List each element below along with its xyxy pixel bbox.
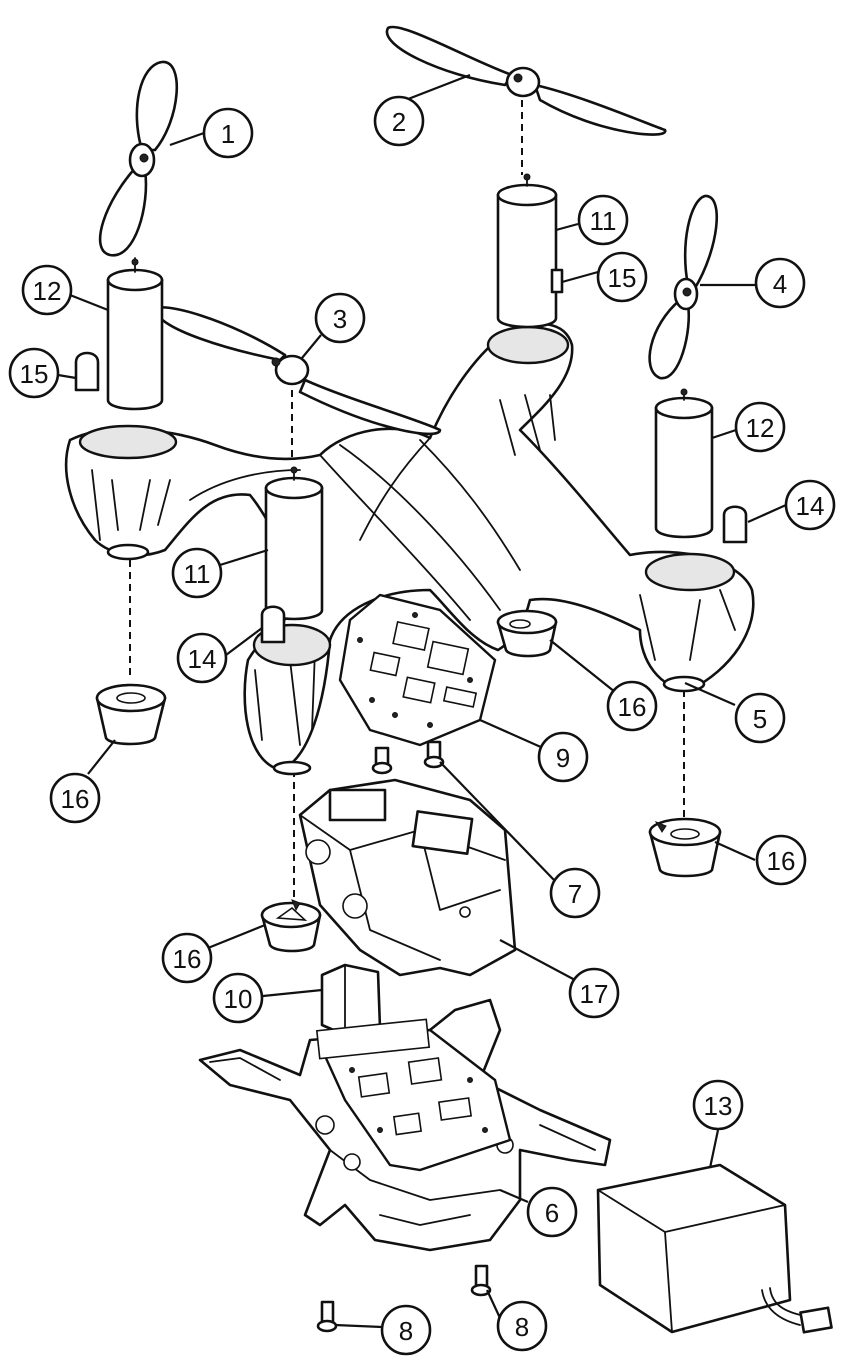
motor-11-right <box>496 173 558 329</box>
callout-1: 1 <box>202 107 254 159</box>
callout-13: 13 <box>692 1079 744 1131</box>
callout-label: 15 <box>608 263 637 293</box>
callout-12-right: 12 <box>734 401 786 453</box>
callout-5: 5 <box>734 692 786 744</box>
callout-11-right: 11 <box>577 194 629 246</box>
flight-controller-board <box>338 593 497 747</box>
callout-11-left: 11 <box>171 547 223 599</box>
callout-label: 15 <box>20 359 49 389</box>
callout-label: 8 <box>399 1316 413 1346</box>
callout-2: 2 <box>373 95 425 147</box>
callout-16-center: 16 <box>606 680 658 732</box>
motor-11-left <box>264 466 324 621</box>
callout-8-left: 8 <box>380 1304 432 1356</box>
led-15-left <box>74 351 100 392</box>
callout-label: 5 <box>753 704 767 734</box>
propeller-4 <box>648 194 718 380</box>
callout-3: 3 <box>314 292 366 344</box>
screw-8-left <box>316 1300 338 1333</box>
led-14-right <box>722 505 748 544</box>
callout-15-left: 15 <box>8 347 60 399</box>
callout-7: 7 <box>549 867 601 919</box>
callout-16-lower-left: 16 <box>161 932 213 984</box>
callout-label: 12 <box>33 276 62 306</box>
foot-16-center <box>496 609 558 658</box>
callout-label: 16 <box>767 846 796 876</box>
callout-label: 3 <box>333 304 347 334</box>
callout-label: 6 <box>545 1198 559 1228</box>
foot-16-right <box>648 817 722 878</box>
propeller-2 <box>385 25 667 136</box>
screw-8-right <box>470 1264 492 1297</box>
callout-label: 14 <box>796 491 825 521</box>
foot-16-lower-left <box>260 899 322 953</box>
led-14-left <box>260 605 286 644</box>
foot-16-left <box>95 683 167 746</box>
callout-label: 7 <box>568 879 582 909</box>
callout-label: 14 <box>188 644 217 674</box>
callout-label: 9 <box>556 743 570 773</box>
callout-4: 4 <box>754 257 806 309</box>
callout-label: 8 <box>515 1312 529 1342</box>
callout-label: 16 <box>618 692 647 722</box>
propeller-3 <box>153 306 442 436</box>
callout-6: 6 <box>526 1186 578 1238</box>
callout-16-left: 16 <box>49 772 101 824</box>
screw-7-right <box>423 740 445 769</box>
assembly-axes <box>129 100 685 900</box>
battery-pack-13 <box>596 1163 833 1334</box>
battery-holder-17 <box>298 778 517 977</box>
screw-7-left <box>371 746 393 775</box>
callout-label: 2 <box>392 107 406 137</box>
callout-label: 12 <box>746 413 775 443</box>
motor-12-left <box>106 257 164 411</box>
callout-15-right: 15 <box>596 251 648 303</box>
callout-8-right: 8 <box>496 1300 548 1352</box>
propeller-1 <box>98 60 179 257</box>
callout-14-right: 14 <box>784 479 836 531</box>
callout-label: 13 <box>704 1091 733 1121</box>
callout-label: 16 <box>61 784 90 814</box>
callout-16-right: 16 <box>755 834 807 886</box>
callout-10: 10 <box>212 972 264 1024</box>
callout-9: 9 <box>537 731 589 783</box>
receiver-board <box>315 1018 512 1172</box>
callout-label: 11 <box>590 206 617 236</box>
leader-lines <box>57 73 787 1329</box>
motor-12-right <box>654 388 714 539</box>
callout-12-left: 12 <box>21 264 73 316</box>
callout-label: 10 <box>224 984 253 1014</box>
callout-label: 11 <box>184 559 211 589</box>
led-15-right <box>550 268 564 294</box>
callout-label: 4 <box>773 269 787 299</box>
callout-label: 17 <box>580 979 609 1009</box>
callout-label: 1 <box>221 119 235 149</box>
callout-17: 17 <box>568 967 620 1019</box>
callout-14-left: 14 <box>176 632 228 684</box>
callout-label: 16 <box>173 944 202 974</box>
